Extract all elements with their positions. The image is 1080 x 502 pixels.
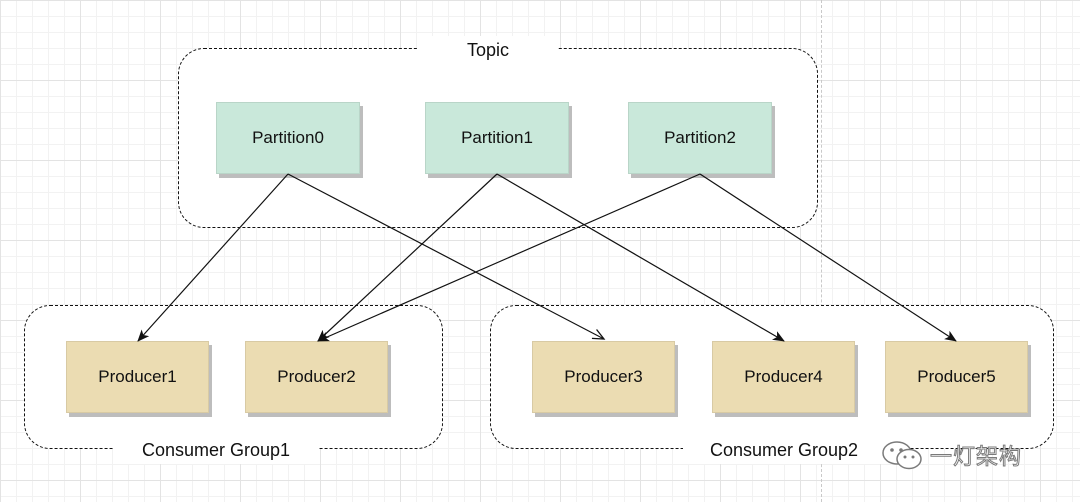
watermark-text: 一灯架构 — [929, 445, 1023, 471]
producer-node: Producer1 — [66, 341, 209, 413]
topic-label: Topic — [418, 36, 558, 64]
watermark: 一灯架构 — [880, 436, 1022, 474]
wechat-icon — [882, 441, 922, 470]
producer-node: Producer5 — [885, 341, 1028, 413]
producer-node: Producer3 — [532, 341, 675, 413]
partition-node: Partition1 — [425, 102, 569, 174]
consumer-group-1-label: Consumer Group1 — [113, 436, 319, 464]
producer-node: Producer4 — [712, 341, 855, 413]
partition-node: Partition0 — [216, 102, 360, 174]
partition-node: Partition2 — [628, 102, 772, 174]
consumer-group-2-label: Consumer Group2 — [683, 436, 885, 464]
producer-node: Producer2 — [245, 341, 388, 413]
